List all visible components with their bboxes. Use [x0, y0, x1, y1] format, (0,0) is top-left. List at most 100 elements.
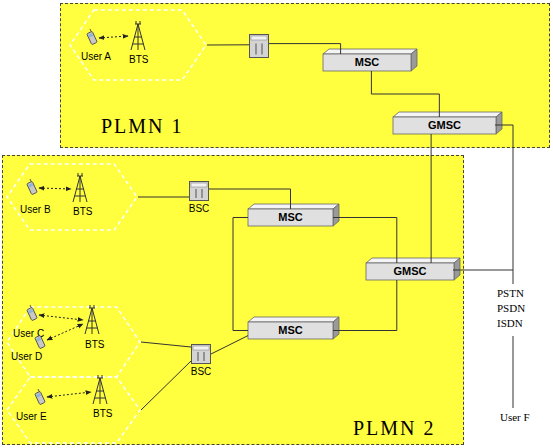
cell-hexagon — [7, 377, 140, 443]
hex-outline — [6, 306, 141, 378]
bts-tower-icon — [93, 375, 107, 404]
box-front — [323, 54, 411, 71]
network-label: User F — [500, 411, 530, 424]
node-label: BSC — [176, 366, 226, 378]
box-front — [393, 117, 496, 134]
node-label: BTS — [73, 206, 92, 218]
radio-link — [47, 392, 91, 397]
radio-link — [47, 324, 83, 340]
network-label: ISDN — [497, 317, 523, 330]
box-side — [454, 258, 460, 280]
bsc-panel — [193, 346, 209, 350]
bsc-slot — [201, 189, 202, 198]
link-line — [269, 44, 341, 54]
link-line — [209, 189, 291, 209]
phone-icon — [25, 305, 37, 321]
bsc-panel — [251, 36, 267, 40]
radio-cell: User CUser DBTS — [6, 306, 141, 378]
bsc-node: BSC — [189, 181, 209, 201]
bsc-outline — [189, 181, 209, 201]
box-side — [411, 49, 417, 71]
radio-cell: User E BTS — [6, 376, 141, 444]
bsc-slot — [197, 352, 198, 361]
box-side — [333, 317, 339, 339]
phone-icon — [33, 389, 45, 405]
phone-icon — [85, 29, 97, 45]
bsc-outline — [249, 34, 269, 58]
network-label: PSTN — [497, 287, 524, 300]
radio-link — [99, 36, 128, 38]
network-region: PLMN 2User BBTSBSCMSCGMSCMSCUser CUser D… — [2, 155, 464, 445]
box-top — [248, 317, 339, 322]
radio-cell: User B BTS — [6, 163, 138, 231]
link-line — [141, 342, 191, 347]
bsc-panel — [191, 183, 207, 187]
box-front — [248, 209, 333, 226]
switch-box: MSC — [323, 54, 411, 71]
link-line — [431, 134, 432, 263]
bsc-body — [192, 345, 211, 364]
network-wire — [513, 336, 514, 408]
bsc-node — [249, 34, 269, 58]
network-wire — [453, 270, 513, 271]
hex-outline — [6, 376, 141, 444]
box-front — [366, 263, 454, 280]
node-label: GMSC — [366, 263, 454, 280]
phone-icon — [25, 179, 37, 195]
phone-icon — [33, 333, 45, 349]
switch-box: MSC — [248, 322, 333, 339]
node-label: User A — [81, 51, 111, 63]
bsc-slot — [203, 352, 204, 361]
node-label: BTS — [93, 408, 112, 420]
switch-box: GMSC — [393, 117, 496, 134]
cell-hexagon — [70, 10, 206, 80]
node-label: BSC — [174, 203, 224, 215]
network-wire — [495, 125, 513, 284]
node-label: GMSC — [393, 117, 496, 134]
box-front — [248, 322, 333, 339]
box-top — [248, 204, 339, 209]
network-label: PSDN — [497, 302, 525, 315]
bsc-slot — [261, 44, 262, 55]
bsc-slot — [255, 44, 256, 55]
node-label: User C — [13, 328, 44, 340]
cell-hexagon — [7, 164, 137, 230]
link-line — [233, 218, 248, 331]
bts-tower-icon — [85, 305, 99, 334]
link-line — [333, 218, 397, 264]
box-top — [366, 258, 460, 263]
bsc-outline — [191, 344, 211, 364]
box-side — [496, 112, 502, 134]
box-side — [333, 204, 339, 226]
hex-outline — [6, 163, 138, 231]
link-line — [207, 44, 249, 45]
bsc-body — [250, 35, 269, 58]
bsc-body — [190, 182, 209, 201]
link-line — [138, 197, 189, 198]
node-label: MSC — [248, 322, 333, 339]
node-label: BTS — [129, 54, 148, 66]
bts-tower-icon — [131, 21, 145, 50]
node-label: PLMN 1 — [101, 114, 184, 138]
radio-link — [39, 315, 83, 320]
link-line — [371, 71, 439, 117]
node-label: User B — [20, 204, 51, 216]
link-line — [141, 361, 191, 410]
radio-link — [39, 188, 71, 189]
node-label: User E — [16, 411, 47, 423]
bsc-node: BSC — [191, 344, 211, 364]
hex-outline — [69, 9, 207, 81]
cell-hexagon — [7, 307, 140, 377]
node-label: User D — [11, 351, 42, 363]
bsc-slot — [195, 189, 196, 198]
node-label: PLMN 2 — [353, 416, 436, 440]
link-line — [211, 336, 248, 354]
radio-cell: User A BTS — [69, 9, 207, 81]
box-top — [393, 112, 502, 117]
link-line — [333, 280, 397, 331]
switch-box: GMSC — [366, 263, 454, 280]
